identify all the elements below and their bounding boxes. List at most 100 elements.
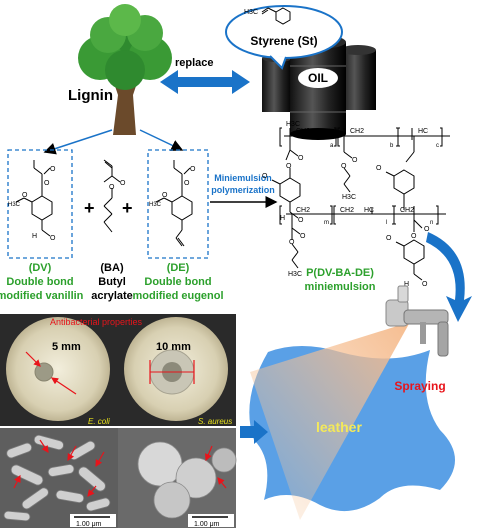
poly-o-4: O: [341, 163, 347, 170]
poly-o-5: O: [262, 173, 268, 180]
saureus-zone: 10 mm: [156, 341, 191, 353]
sem-arrow-6: [205, 445, 213, 462]
poly-h3c-2: H3C: [288, 271, 302, 278]
dv-abbr: (DV): [29, 262, 52, 274]
leather-label: leather: [316, 419, 362, 435]
oil-label: OIL: [308, 71, 328, 85]
poly-ch2-a: CH2: [296, 128, 310, 135]
dv-h-aldehyde: H: [32, 233, 37, 240]
poly-o-10: O: [424, 226, 430, 233]
poly-o-8: O: [300, 233, 306, 240]
to-spray-arrow: [426, 232, 472, 322]
dv-line1: Double bond: [6, 276, 73, 288]
plus-2: +: [122, 198, 133, 218]
de-line2: modified eugenol: [132, 290, 223, 302]
poly-h-1: H: [280, 215, 285, 222]
ba-line2: acrylate: [91, 290, 133, 302]
de-o-ester: O: [184, 180, 190, 187]
dv-dashed-box: [7, 149, 73, 259]
polymer-structure: [271, 127, 450, 281]
ba-structure: [103, 159, 121, 233]
reaction-line2: polymerization: [211, 185, 275, 195]
poly-o-9: O: [289, 239, 295, 246]
scale-label-1: 1.00 μm: [76, 521, 102, 528]
sem-arrow-3: [95, 451, 105, 468]
dv-o-carbonyl: O: [50, 166, 56, 173]
poly-o-1: O: [298, 155, 304, 162]
poly-o-7: O: [298, 217, 304, 224]
reaction-line1: Miniemulsion: [214, 173, 272, 183]
dv-o-methoxy: O: [22, 192, 28, 199]
ba-line1: Butyl: [98, 276, 126, 288]
poly-ch2-d: CH2: [340, 207, 354, 214]
de-line1: Double bond: [144, 276, 211, 288]
ecoli-arrow-1: [25, 351, 41, 367]
ecoli-arrow-2: [51, 377, 77, 395]
sem-arrow-4: [13, 474, 21, 489]
ecoli-sem-rods: [3, 434, 111, 522]
saureus-sem-cocci: [137, 441, 237, 519]
de-o-carbonyl: O: [190, 166, 196, 173]
poly-o-2: O: [286, 163, 292, 170]
ecoli-label: E. coli: [88, 417, 110, 426]
product-name: P(DV-BA-DE): [306, 267, 374, 279]
poly-ch2-c: CH2: [296, 207, 310, 214]
styrene-h3c: H3C: [244, 9, 258, 16]
poly-o-3: O: [352, 157, 358, 164]
replace-arrow: [160, 70, 250, 94]
poly-o-13: O: [422, 281, 428, 288]
poly-o-11: O: [411, 233, 417, 240]
poly-o-6: O: [376, 165, 382, 172]
tree-to-de-arrow: [139, 129, 184, 151]
poly-ch2-b: CH2: [350, 128, 364, 135]
ecoli-zone: 5 mm: [52, 341, 81, 353]
scale-label-2: 1.00 μm: [194, 521, 220, 528]
ba-abbr: (BA): [100, 262, 124, 274]
saureus-label: S. aureus: [198, 417, 232, 426]
poly-sub-b: b: [390, 143, 394, 149]
poly-sub-m: m: [324, 220, 329, 226]
replace-label: replace: [175, 57, 214, 69]
poly-hc: HC: [418, 128, 428, 135]
sem-arrow-1: [39, 439, 49, 453]
poly-hc-2: HC: [364, 207, 374, 214]
ba-o-ester: O: [109, 184, 115, 191]
lignin-tree-icon: [78, 4, 172, 135]
dv-structure: [15, 160, 53, 237]
spray-gun-icon: [385, 285, 449, 357]
poly-sub-a: a: [330, 143, 334, 149]
lignin-label: Lignin: [68, 87, 113, 104]
ba-o-carbonyl: O: [120, 180, 126, 187]
poly-h-2: H: [404, 281, 409, 288]
poly-ch2-e: CH2: [400, 207, 414, 214]
poly-h3c-1: H3C: [342, 194, 356, 201]
de-dashed-box: [147, 149, 209, 259]
sem-arrow-2: [67, 445, 77, 462]
poly-ch3-a: H3C: [286, 121, 300, 128]
tree-to-dv-arrow: [43, 129, 113, 155]
antibacterial-title: Antibacterial properties: [50, 317, 143, 327]
de-abbr: (DE): [167, 262, 190, 274]
ecoli-dish: [6, 317, 110, 421]
sem-arrow-5: [87, 485, 97, 497]
ecoli-disc: [34, 362, 54, 382]
dv-o-ester: O: [44, 180, 50, 187]
de-o-methoxy: O: [162, 192, 168, 199]
to-antibacterial-arrow: [240, 420, 268, 444]
poly-sub-l: l: [386, 220, 387, 226]
spraying-label: Spraying: [394, 379, 445, 393]
styrene-label: Styrene (St): [250, 34, 317, 48]
styrene-bubble: [225, 5, 343, 70]
plus-1: +: [84, 198, 95, 218]
dv-h3c: H3C: [8, 202, 21, 208]
product-desc: miniemulsion: [305, 281, 376, 293]
poly-sub-c: c: [436, 143, 439, 149]
dv-o-aldehyde: O: [50, 235, 56, 242]
poly-o-12: O: [386, 235, 392, 242]
sem-arrow-7: [217, 477, 227, 489]
de-structure: [155, 160, 193, 247]
poly-sub-n: n: [430, 220, 433, 226]
spray-cone: [250, 322, 410, 520]
de-h3c: H3C: [149, 202, 162, 208]
